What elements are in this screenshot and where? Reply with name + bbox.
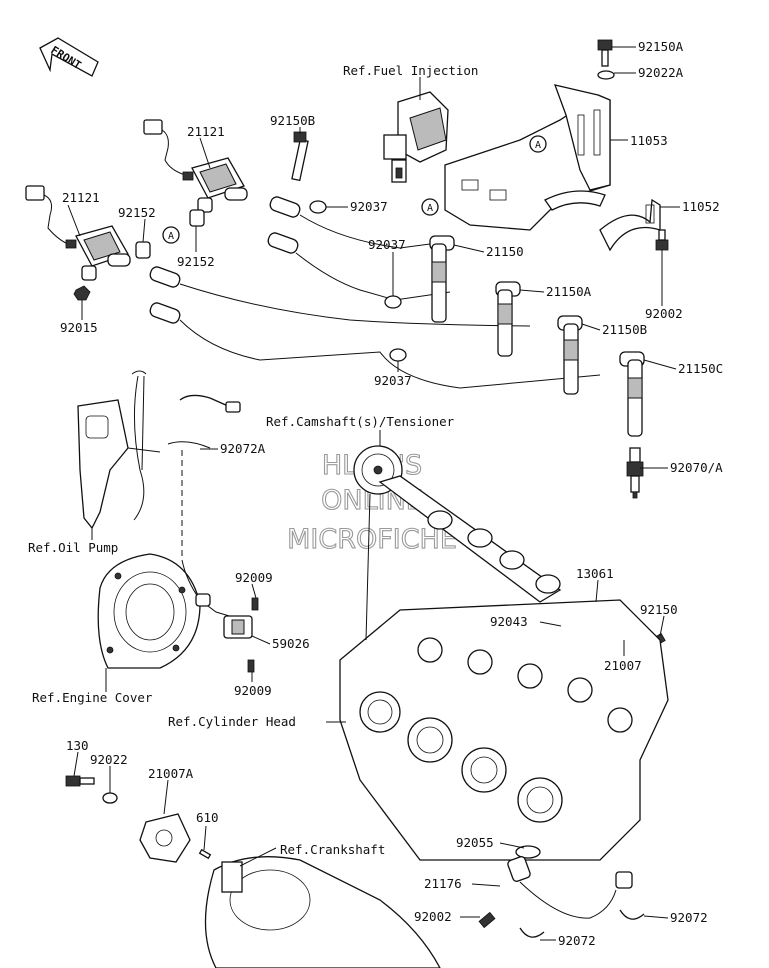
washer-92022A	[597, 70, 615, 80]
label-92022A: 92022A	[638, 65, 684, 80]
label-ref-fuel-injection: Ref.Fuel Injection	[343, 63, 478, 78]
part-labels: 92150A 92022A Ref.Fuel Injection 11053 2…	[28, 39, 723, 948]
label-21007A: 21007A	[148, 766, 194, 781]
nut-92015	[73, 285, 91, 301]
spacer-92152-b	[189, 209, 205, 227]
bolt-92150B	[291, 131, 309, 182]
label-21150A: 21150A	[546, 284, 592, 299]
bracket-11053	[444, 84, 611, 231]
ref-marker-a-2: A	[421, 198, 439, 216]
plug-cap-21150A	[495, 281, 521, 357]
clamp-92037-c	[389, 348, 407, 362]
plug-cap-21150B	[557, 315, 583, 395]
svg-text:A: A	[168, 231, 174, 242]
label-92070A: 92070/A	[670, 460, 723, 475]
clamp-92037-b	[384, 295, 402, 309]
pin-610	[198, 848, 212, 860]
clamp-92037-a	[309, 200, 327, 214]
clamp-92072-b	[619, 909, 645, 920]
spark-plug-leads	[179, 214, 601, 389]
ignition-coil-21121-left	[25, 185, 131, 281]
watermark-line-3: MICROFICHE	[287, 524, 457, 555]
label-ref-oil-pump: Ref.Oil Pump	[28, 540, 118, 555]
label-92072A: 92072A	[220, 441, 266, 456]
spark-plug-92070A	[626, 447, 644, 499]
label-92072-a: 92072	[558, 933, 596, 948]
svg-text:A: A	[535, 140, 541, 151]
sensor-lead-92072A	[167, 394, 241, 560]
label-92150A: 92150A	[638, 39, 684, 54]
label-92002-bottom: 92002	[414, 909, 452, 924]
label-ref-camshaft: Ref.Camshaft(s)/Tensioner	[266, 414, 455, 429]
leader-lines	[67, 46, 680, 941]
ref-marker-a-1: A	[529, 135, 547, 153]
fuel-injection-module	[383, 91, 449, 183]
bolt-92002-top	[655, 229, 669, 251]
label-92150B: 92150B	[270, 113, 315, 128]
spacer-92152-a	[135, 241, 151, 259]
label-13061: 13061	[576, 566, 614, 581]
bolt-92002-bottom	[478, 911, 496, 929]
bracket-11052	[599, 198, 661, 252]
label-92002-top: 92002	[645, 306, 683, 321]
cam-sensor-21176	[507, 845, 633, 919]
label-92043: 92043	[490, 614, 528, 629]
label-59026: 59026	[272, 636, 310, 651]
label-92009-b: 92009	[234, 683, 272, 698]
plug-cap-21150C	[619, 351, 645, 437]
cylinder-head	[339, 599, 669, 861]
label-92037-a: 92037	[350, 199, 388, 214]
clamp-92072-a	[519, 927, 545, 938]
bolt-130	[65, 775, 95, 787]
ignition-coil-21121-top	[143, 119, 248, 213]
plug-cap-21150	[429, 235, 455, 323]
label-ref-cylinder-head: Ref.Cylinder Head	[168, 714, 296, 729]
crankshaft-ref	[204, 856, 441, 968]
front-arrow-icon: FRONT	[39, 37, 99, 77]
label-92009-a: 92009	[235, 570, 273, 585]
label-21150B: 21150B	[602, 322, 647, 337]
engine-cover-ref	[97, 553, 201, 669]
label-92152-a: 92152	[118, 205, 156, 220]
label-ref-engine-cover: Ref.Engine Cover	[32, 690, 153, 705]
label-92072-b: 92072	[670, 910, 708, 925]
coil-boots	[149, 196, 301, 324]
label-610: 610	[196, 810, 219, 825]
bolt-92150A	[597, 39, 613, 67]
washer-92022	[102, 792, 118, 804]
label-21121-top: 21121	[187, 124, 225, 139]
label-92037-c: 92037	[374, 373, 412, 388]
ref-marker-a-3: A	[162, 226, 180, 244]
camshaft	[353, 445, 562, 603]
label-92037-b: 92037	[368, 237, 406, 252]
screw-92009-b	[247, 659, 255, 673]
label-21176: 21176	[424, 876, 462, 891]
label-92015: 92015	[60, 320, 98, 335]
screw-92009-a	[251, 597, 259, 611]
label-92055: 92055	[456, 835, 494, 850]
label-21150C: 21150C	[678, 361, 723, 376]
label-21007: 21007	[604, 658, 642, 673]
label-92152-b: 92152	[177, 254, 215, 269]
oil-pump-ref-plate	[77, 370, 147, 530]
label-130: 130	[66, 738, 89, 753]
label-ref-crankshaft: Ref.Crankshaft	[280, 842, 385, 857]
label-92022: 92022	[90, 752, 128, 767]
label-11052: 11052	[682, 199, 720, 214]
label-11053: 11053	[630, 133, 668, 148]
label-21121-left: 21121	[62, 190, 100, 205]
svg-text:A: A	[427, 203, 433, 214]
timing-rotor-21007A	[139, 813, 191, 863]
pickup-coil-59026	[181, 559, 253, 639]
label-92150: 92150	[640, 602, 678, 617]
label-21150: 21150	[486, 244, 524, 259]
